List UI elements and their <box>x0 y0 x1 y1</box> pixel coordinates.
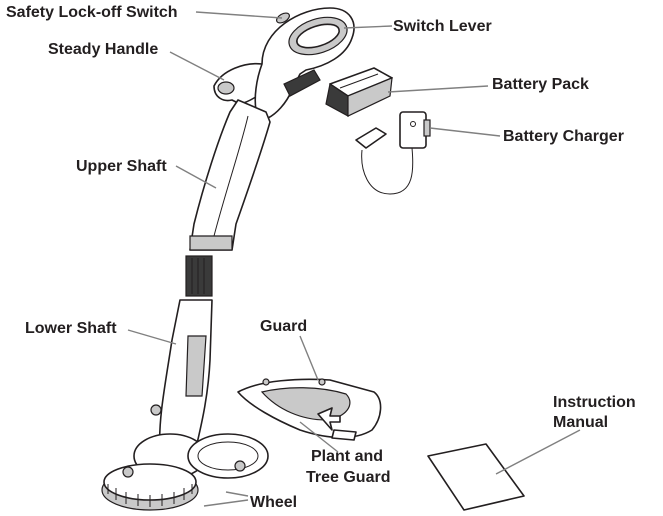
lower-shaft-button <box>150 404 162 416</box>
leader-switch-lever <box>343 25 393 29</box>
leader-plant-and-tree-guard <box>299 421 339 453</box>
label-switch-lever: Switch Lever <box>393 18 492 35</box>
label-instruction-manual-line1: Instruction <box>553 394 636 411</box>
instruction-manual-sheet <box>427 443 525 511</box>
charger-plug <box>355 127 387 149</box>
lower-shaft-assembly <box>101 255 269 511</box>
head-guard-ring <box>187 433 269 479</box>
leader-guard <box>299 335 319 381</box>
battery-charger <box>355 111 431 195</box>
label-steady-handle: Steady Handle <box>48 41 158 58</box>
leader-battery-charger <box>429 127 501 137</box>
lower-shaft-shape <box>158 299 213 449</box>
label-battery-charger: Battery Charger <box>503 128 624 145</box>
label-wheel: Wheel <box>250 494 297 511</box>
head-guard-clip <box>234 460 246 472</box>
safety-lock-off-button <box>276 12 290 24</box>
wheel-hole <box>122 466 134 478</box>
guard-clip <box>331 429 357 441</box>
plant-and-tree-guard <box>237 378 382 441</box>
label-upper-shaft: Upper Shaft <box>76 158 167 175</box>
upper-shaft-socket <box>189 235 233 251</box>
label-guard: Guard <box>260 318 307 335</box>
label-plant-and-tree-guard-line2: Tree Guard <box>306 469 390 486</box>
switch-lever-inner <box>296 23 340 49</box>
shaft-connector <box>185 255 213 297</box>
wheel-teeth <box>107 484 193 507</box>
leader-lower-shaft <box>127 329 177 345</box>
leader-lines <box>127 11 581 507</box>
steady-handle-knob <box>217 81 235 95</box>
leader-wheel-1 <box>225 491 249 497</box>
label-instruction-manual-line2: Manual <box>553 414 608 431</box>
charger-cable <box>361 147 414 195</box>
leader-wheel-2 <box>203 499 249 507</box>
charger-prongs <box>423 119 431 137</box>
leader-upper-shaft <box>175 165 217 189</box>
wheel-top <box>103 463 197 501</box>
charger-adapter <box>399 111 427 149</box>
label-battery-pack: Battery Pack <box>492 76 589 93</box>
label-safety-lock-off-switch: Safety Lock-off Switch <box>6 4 178 21</box>
head-guard-ring-inner <box>197 441 259 471</box>
upper-shaft-shape <box>189 99 271 251</box>
guard-rivet-left <box>262 378 270 386</box>
guard-arrow <box>317 407 341 431</box>
label-plant-and-tree-guard-line1: Plant and <box>311 448 383 465</box>
leader-steady-handle <box>169 51 225 81</box>
battery-pack-side <box>347 77 393 117</box>
charger-led <box>410 121 416 127</box>
leader-battery-pack <box>387 85 489 93</box>
lower-shaft-ridge <box>185 335 207 397</box>
shaft-connector-ribs <box>191 258 205 294</box>
upper-shaft-ridge <box>213 115 249 237</box>
battery-pack-grip <box>339 73 379 89</box>
label-lower-shaft: Lower Shaft <box>25 320 117 337</box>
leader-instruction-manual <box>495 429 581 475</box>
leader-safety-lock-off-switch <box>195 11 283 19</box>
battery-pack <box>325 67 393 118</box>
battery-receptacle <box>283 69 321 97</box>
guard-rivet-right <box>318 378 326 386</box>
upper-handle-assembly <box>189 7 355 251</box>
